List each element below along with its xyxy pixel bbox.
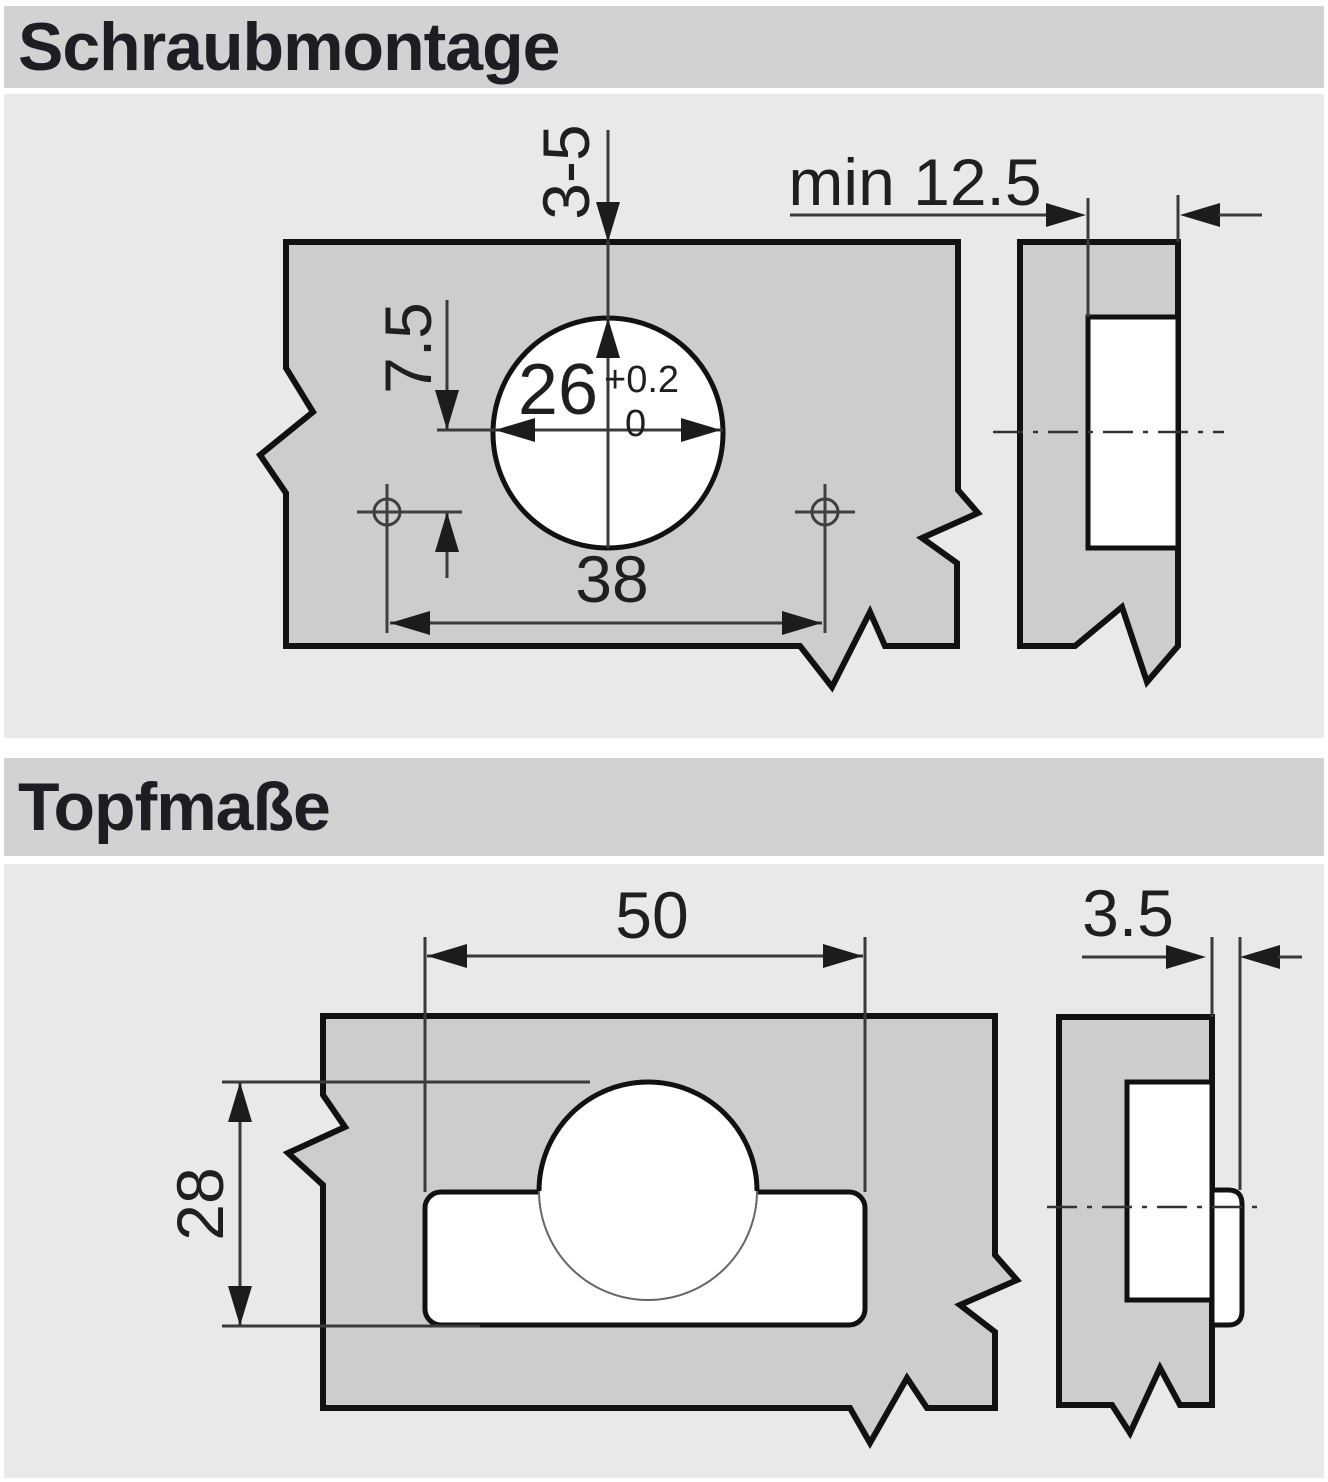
dim-label-min-drilling-depth: min 12.5 [788,145,1041,219]
front-view-panel [282,1013,1022,1450]
arrow-down-icon [228,1286,252,1326]
section-header-schraubmontage: Schraubmontage [4,6,1324,88]
arrow-down-icon [596,202,620,242]
dim-screw-spacing: 38 [390,542,822,635]
topfmasse-drawing: 50 28 3.5 [4,864,1324,1478]
arrow-up-icon [435,512,459,552]
dim-screw-hole-offset: 7.5 [371,300,459,578]
arrow-right-icon [1166,945,1206,969]
section-title-topfmasse: Topfmaße [18,769,331,845]
dim-label-screw-spacing: 38 [575,542,648,616]
dim-min-drilling-depth: min 12.5 [788,145,1262,317]
dim-label-screw-hole-offset: 7.5 [371,302,445,394]
side-view-panel [1047,1014,1258,1440]
cup-circle-fill [539,1080,757,1298]
dim-cup-diameter: 26 +0.2 0 [437,350,723,445]
front-view-panel [255,239,983,693]
dim-cup-pattern-width: 50 [423,878,867,1192]
arrow-left-icon [495,418,535,442]
section-title-schraubmontage: Schraubmontage [18,9,560,85]
screw-hole-left [357,484,462,633]
dim-cup-pattern-height: 28 [163,1080,590,1328]
dim-label-tolerance-lower: 0 [625,403,646,445]
screw-hole-right [795,484,855,633]
cup-circle-lower-arc [538,1190,758,1301]
arrow-right-icon [823,944,863,968]
cup-hole-section [1124,1079,1215,1303]
dim-label-cup-diameter: 26 [518,350,598,430]
arrow-down-icon [435,390,459,430]
arrow-right-icon [782,611,822,635]
dim-label-cup-pattern-height: 28 [163,1167,237,1240]
dim-label-cup-pattern-width: 50 [615,878,688,952]
arrow-left-icon [390,611,430,635]
arrow-right-icon [681,418,721,442]
dim-edge-distance: 3-5 [529,124,620,548]
section-header-topfmasse: Topfmaße [4,758,1324,856]
cup-circle-upper-arc [536,1079,760,1192]
dim-label-cup-protrusion: 3.5 [1082,876,1174,950]
arrow-right-icon [1046,203,1086,227]
arrow-up-icon [228,1082,252,1122]
arrow-left-icon [1180,203,1220,227]
side-view-panel [993,239,1224,688]
dim-cup-protrusion: 3.5 [1082,876,1302,1190]
arrow-up-icon [596,318,620,358]
schraubmontage-drawing: 3-5 26 +0.2 0 7.5 38 [4,94,1324,738]
arrow-left-icon [427,944,467,968]
arrow-left-icon [1240,945,1280,969]
dim-label-tolerance-upper: +0.2 [604,359,679,401]
dim-label-edge-distance: 3-5 [529,124,603,219]
cup-rim-protrusion [1209,1187,1245,1328]
